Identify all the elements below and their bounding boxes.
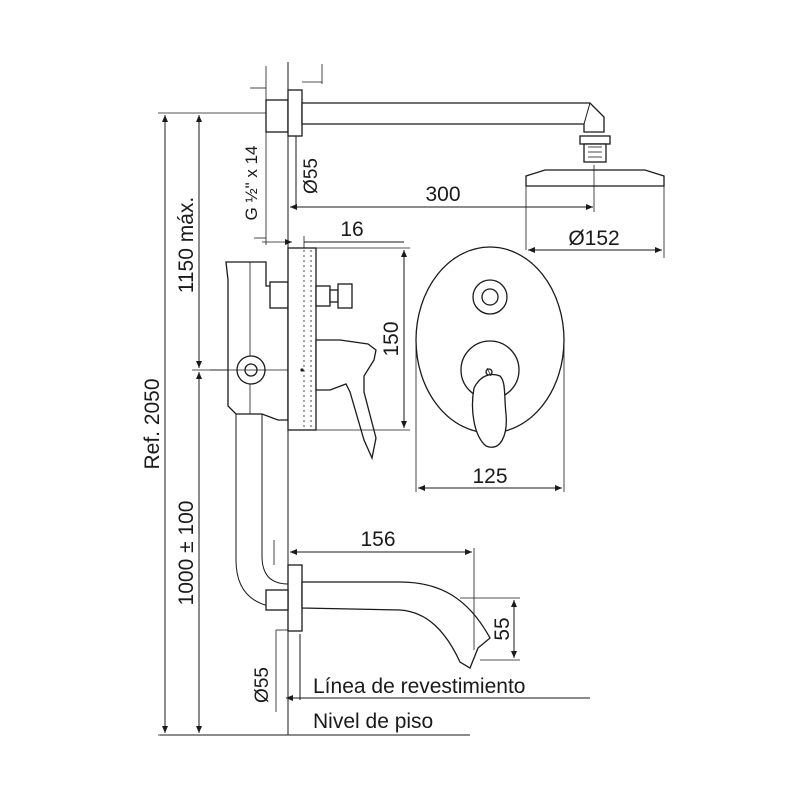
floor-level-label: Nivel de piso xyxy=(313,710,433,733)
upper-flange-diameter-label: Ø55 xyxy=(301,158,322,194)
finish-line-label: Línea de revestimiento xyxy=(313,675,525,698)
spout xyxy=(265,564,491,669)
plate-height-label: 150 xyxy=(380,321,403,356)
cover-plate-front xyxy=(415,246,565,448)
plate-height-dimension: 150 xyxy=(316,247,410,431)
shower-head-diameter-label: Ø152 xyxy=(568,227,619,250)
shower-head xyxy=(525,135,665,258)
connection-thread-label: G ½" x 14 xyxy=(242,145,261,220)
lower-flange-diameter: Ø55 xyxy=(252,629,301,712)
spout-pipe xyxy=(235,414,289,609)
spout-length-dimension: 156 xyxy=(290,528,475,650)
overall-height-label: Ref. 2050 xyxy=(141,378,164,469)
shower-arm-height-label: 1150 máx. xyxy=(175,197,198,294)
plate-width-label: 125 xyxy=(472,465,507,488)
mixer-body xyxy=(210,261,290,421)
shower-arm-length-label: 300 xyxy=(425,183,460,206)
shower-head-diameter-dimension: Ø152 xyxy=(528,227,662,253)
connection-thread-dimension: G ½" x 14 xyxy=(242,66,267,245)
spout-drop-dimension: 55 xyxy=(460,597,520,661)
spout-length-label: 156 xyxy=(360,528,395,551)
plate-depth-dimension: 16 xyxy=(262,218,404,252)
finish-line-reference: Línea de revestimiento xyxy=(286,675,590,701)
plate-depth-label: 16 xyxy=(340,218,363,241)
shower-arm-length-dimension: 300 xyxy=(290,165,595,212)
floor-level-reference: Nivel de piso xyxy=(160,710,470,736)
mixer-height-label: 1000 ± 100 xyxy=(175,501,198,606)
mixer-height-dimension: 1000 ± 100 xyxy=(175,372,202,733)
cover-plate-side xyxy=(287,247,377,461)
upper-flange-diameter: Ø55 xyxy=(295,136,322,206)
shower-arm-assembly xyxy=(265,64,605,137)
plate-width-dimension: 125 xyxy=(415,340,565,492)
lower-flange-diameter-label: Ø55 xyxy=(252,667,273,703)
spout-drop-label: 55 xyxy=(491,617,514,640)
overall-height-dimension: Ref. 2050 xyxy=(141,112,290,736)
